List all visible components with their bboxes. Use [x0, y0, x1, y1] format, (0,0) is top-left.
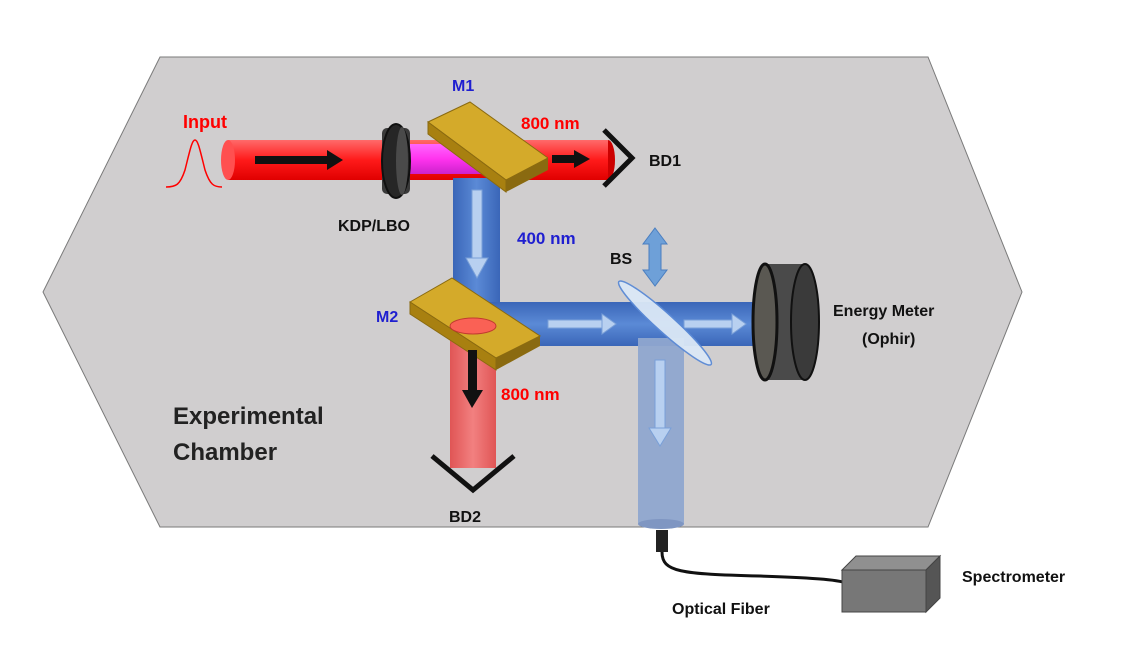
beam-dump-bd1	[602, 128, 636, 188]
mirror-m1	[427, 101, 549, 193]
spectrometer-label: Spectrometer	[962, 569, 1065, 586]
bs-label: BS	[610, 251, 633, 268]
crystal-label: KDP/LBO	[338, 218, 410, 235]
red-beam-top	[449, 317, 497, 335]
kdp-lbo-crystal	[381, 123, 411, 199]
blue-down-arrow-icon	[465, 189, 489, 280]
red-800nm-top-label: 800 nm	[521, 114, 580, 133]
input-pulse-icon	[165, 139, 223, 188]
energy-meter-label-2: (Ophir)	[862, 331, 915, 348]
energy-meter	[751, 262, 820, 382]
bs-adjust-arrow-icon	[642, 227, 668, 287]
blue-right-arrow-2-icon	[683, 313, 747, 335]
red-right-arrow-icon	[552, 150, 590, 168]
bd1-label: BD1	[649, 153, 681, 170]
blue-down-arrow-2-icon	[648, 359, 672, 447]
red-down-arrow-icon	[462, 350, 483, 408]
optical-fiber-label: Optical Fiber	[672, 601, 770, 618]
input-label: Input	[183, 112, 227, 132]
bd2-label: BD2	[449, 509, 481, 526]
input-arrow-icon	[255, 150, 343, 170]
chamber-label-2: Chamber	[173, 439, 277, 466]
beam-dump-bd2	[430, 454, 516, 494]
blue-right-arrow-icon	[547, 313, 617, 335]
red-800nm-bottom-label: 800 nm	[501, 385, 560, 404]
m1-label: M1	[452, 78, 474, 95]
blue-400nm-label: 400 nm	[517, 229, 576, 248]
spectrometer	[840, 554, 942, 614]
m2-label: M2	[376, 309, 398, 326]
energy-meter-label-1: Energy Meter	[833, 303, 934, 320]
optical-fiber	[656, 530, 851, 586]
beam-splitter	[617, 280, 713, 366]
chamber-label-1: Experimental	[173, 403, 324, 430]
